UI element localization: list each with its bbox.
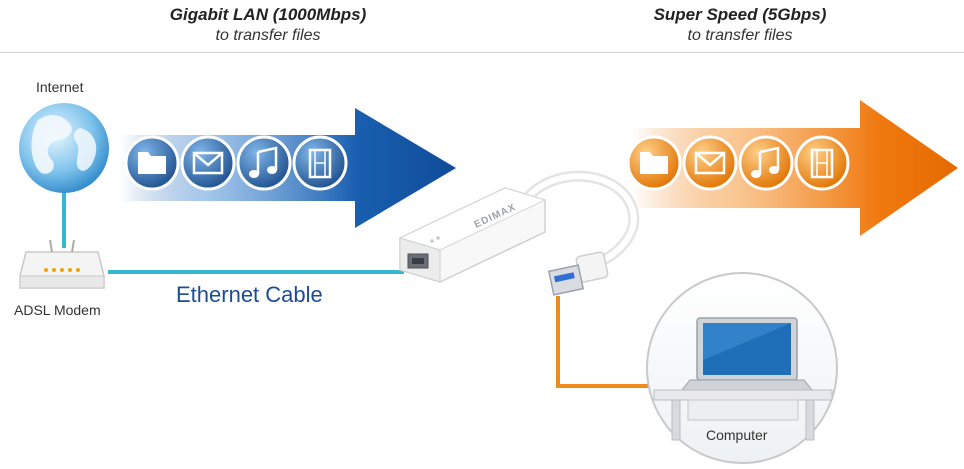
adsl-modem-icon <box>19 239 105 289</box>
header-right: Super Speed (5Gbps) to transfer files <box>590 4 890 46</box>
ethernet-cable-label: Ethernet Cable <box>176 282 323 307</box>
internet-label: Internet <box>36 79 84 95</box>
film-icon <box>794 135 850 191</box>
folder-icon <box>626 135 682 191</box>
usb-plug-icon <box>547 251 609 296</box>
adsl-modem-label: ADSL Modem <box>14 302 101 318</box>
computer-illustration <box>646 272 838 464</box>
music-note-icon <box>236 135 292 191</box>
envelope-icon <box>180 135 236 191</box>
film-icon <box>292 135 348 191</box>
computer-label: Computer <box>706 427 768 443</box>
header-left-title: Gigabit LAN (1000Mbps) <box>169 5 367 24</box>
envelope-icon <box>682 135 738 191</box>
ethernet-adapter-device <box>398 187 547 283</box>
header-right-title: Super Speed (5Gbps) <box>653 5 827 24</box>
header-right-subtitle: to transfer files <box>687 27 793 44</box>
header-left: Gigabit LAN (1000Mbps) to transfer files <box>118 4 418 46</box>
header-divider <box>0 52 964 53</box>
music-note-icon <box>738 135 794 191</box>
header-left-subtitle: to transfer files <box>215 27 321 44</box>
folder-icon <box>124 135 180 191</box>
internet-globe-icon <box>19 103 109 193</box>
